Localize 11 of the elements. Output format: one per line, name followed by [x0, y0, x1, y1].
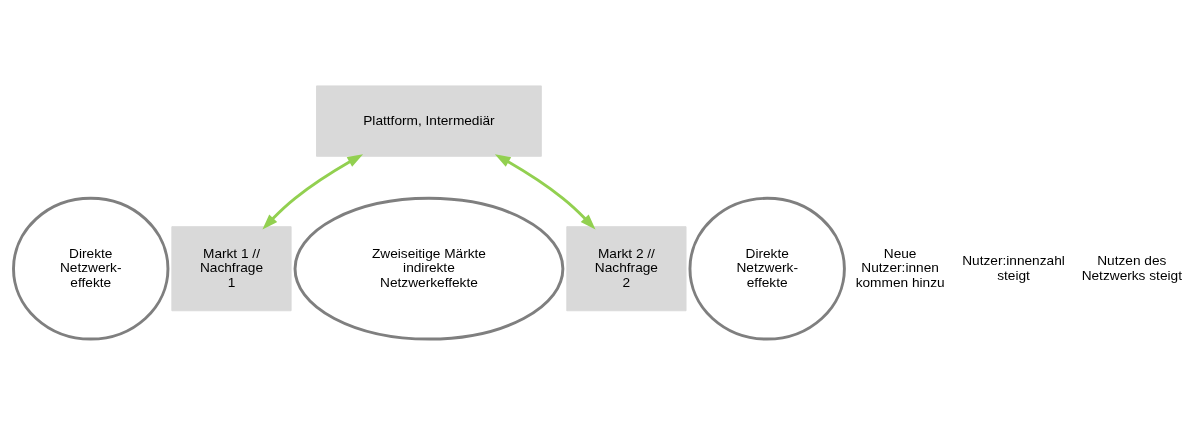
node-box: Markt 1 // Nachfrage 1: [171, 226, 292, 312]
label: Nutzer:innenzahl steigt: [962, 252, 1065, 283]
arrow: [262, 154, 364, 230]
node-circle: Direkte Netzwerk- effekte: [688, 196, 846, 341]
node-box: Markt 2 // Nachfrage 2: [566, 226, 687, 312]
node-box: Plattform, Intermediär: [316, 85, 542, 157]
label: Nutzen des Netzwerks steigt: [1081, 252, 1182, 283]
arrow: [494, 154, 596, 230]
label: Neue Nutzer:innen kommen hinzu: [855, 245, 945, 290]
node-ellipse: Zweiseitige Märkte indirekte Netzwerkeffekte: [293, 196, 565, 341]
node-circle: Direkte Netzwerk- effekte: [12, 196, 170, 341]
